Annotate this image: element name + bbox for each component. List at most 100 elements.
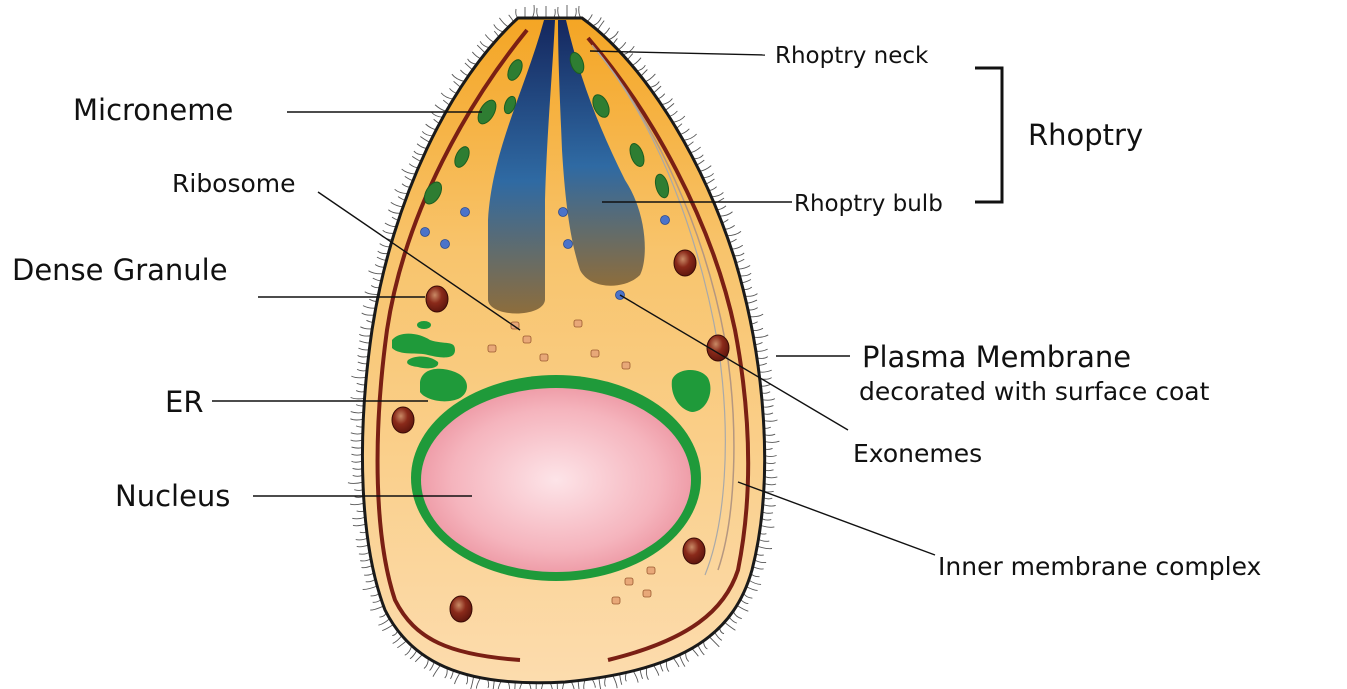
surface-coat-hair — [351, 461, 362, 462]
surface-coat-hair — [357, 545, 369, 547]
surface-coat-hair — [380, 244, 391, 247]
surface-coat-hair — [763, 420, 777, 421]
surface-coat-hair — [737, 605, 748, 611]
surface-coat-hair — [402, 169, 416, 174]
surface-coat-hair — [700, 166, 712, 172]
surface-coat-hair — [745, 294, 758, 297]
surface-coat-hair — [362, 313, 375, 315]
surface-coat-hair — [764, 484, 776, 485]
surface-coat-hair — [532, 5, 534, 18]
surface-coat-hair — [592, 17, 601, 25]
surface-coat-hair — [673, 116, 685, 122]
surface-coat-hair — [393, 636, 402, 644]
surface-coat-hair — [471, 676, 474, 689]
surface-coat-hair — [351, 440, 363, 441]
surface-coat-hair — [653, 86, 661, 93]
surface-coat-hair — [494, 24, 504, 32]
surface-coat-hair — [760, 525, 774, 527]
surface-coat-hair — [360, 327, 372, 329]
exoneme — [421, 228, 430, 237]
surface-coat-hair — [424, 658, 428, 668]
ribosome — [574, 320, 582, 327]
surface-coat-hair — [764, 441, 779, 442]
surface-coat-hair — [415, 654, 422, 661]
dense-granule — [683, 538, 705, 564]
surface-coat-hair — [763, 505, 776, 507]
surface-coat-hair — [499, 18, 508, 27]
dense-granule — [450, 596, 472, 622]
label-nucleus: Nucleus — [115, 479, 230, 513]
label-rhoptry-bulb: Rhoptry bulb — [794, 191, 943, 217]
surface-coat-hair — [358, 348, 369, 350]
leader-inner-membrane — [738, 482, 935, 555]
surface-coat-hair — [727, 231, 741, 235]
surface-coat-hair — [740, 273, 752, 276]
surface-coat-hair — [420, 136, 430, 142]
ribosome — [591, 350, 599, 357]
surface-coat-hair — [422, 131, 433, 135]
surface-coat-hair — [452, 74, 465, 81]
surface-coat-hair — [620, 674, 622, 685]
surface-coat-hair — [756, 349, 768, 351]
surface-coat-hair — [759, 370, 772, 372]
surface-coat-hair — [359, 552, 370, 554]
surface-coat-hair — [476, 678, 480, 689]
surface-coat-hair — [762, 399, 775, 401]
surface-coat-hair — [698, 645, 704, 655]
surface-coat-hair — [358, 355, 369, 357]
label-microneme: Microneme — [73, 93, 233, 127]
surface-coat-hair — [382, 624, 393, 630]
surface-coat-hair — [383, 230, 395, 233]
surface-coat-hair — [363, 306, 376, 309]
surface-coat-hair — [763, 406, 774, 408]
er-fragment — [417, 321, 431, 329]
label-inner-membrane-complex: Inner membrane complex — [938, 552, 1261, 581]
surface-coat-hair — [412, 156, 421, 161]
label-exonemes: Exonemes — [853, 439, 982, 468]
surface-coat-hair — [733, 611, 742, 618]
surface-coat-hair — [351, 412, 364, 413]
surface-coat-hair — [765, 463, 776, 464]
surface-coat-hair — [558, 7, 560, 18]
surface-coat-hair — [757, 357, 768, 359]
surface-coat-hair — [350, 503, 364, 504]
surface-coat-hair — [764, 434, 775, 435]
label-plasma-membrane-sub: decorated with surface coat — [859, 377, 1210, 406]
surface-coat-hair — [391, 202, 403, 206]
label-er: ER — [165, 385, 203, 419]
surface-coat-hair — [388, 210, 400, 214]
dense-granule — [674, 250, 696, 276]
surface-coat-hair — [757, 546, 772, 549]
surface-coat-hair — [378, 619, 389, 626]
surface-coat-hair — [350, 419, 363, 420]
surface-coat-hair — [359, 341, 370, 343]
surface-coat-hair — [765, 456, 777, 457]
ribosome — [647, 567, 655, 574]
ribosome — [488, 345, 496, 352]
ribosome — [643, 590, 651, 597]
surface-coat-hair — [613, 675, 617, 688]
surface-coat-hair — [360, 559, 371, 561]
surface-coat-hair — [753, 335, 768, 337]
surface-coat-hair — [395, 189, 408, 193]
surface-coat-hair — [762, 511, 773, 513]
surface-coat-hair — [709, 637, 719, 647]
surface-coat-hair — [752, 328, 763, 330]
surface-coat-hair — [426, 124, 437, 130]
surface-coat-hair — [734, 253, 745, 256]
surface-coat-hair — [749, 314, 763, 317]
surface-coat-hair — [693, 155, 703, 159]
surface-coat-hair — [715, 632, 722, 640]
dense-granule — [392, 407, 414, 433]
surface-coat-hair — [749, 580, 761, 584]
label-rhoptry: Rhoptry — [1028, 118, 1143, 152]
surface-coat-hair — [365, 292, 379, 295]
label-rhoptry-neck: Rhoptry neck — [775, 43, 929, 69]
surface-coat-hair — [646, 667, 648, 679]
surface-coat-hair — [645, 74, 655, 82]
rhoptry-bracket — [975, 68, 1002, 202]
surface-coat-hair — [746, 587, 757, 591]
surface-coat-hair — [410, 650, 417, 659]
surface-coat-hair — [618, 42, 626, 50]
exoneme — [461, 208, 470, 217]
